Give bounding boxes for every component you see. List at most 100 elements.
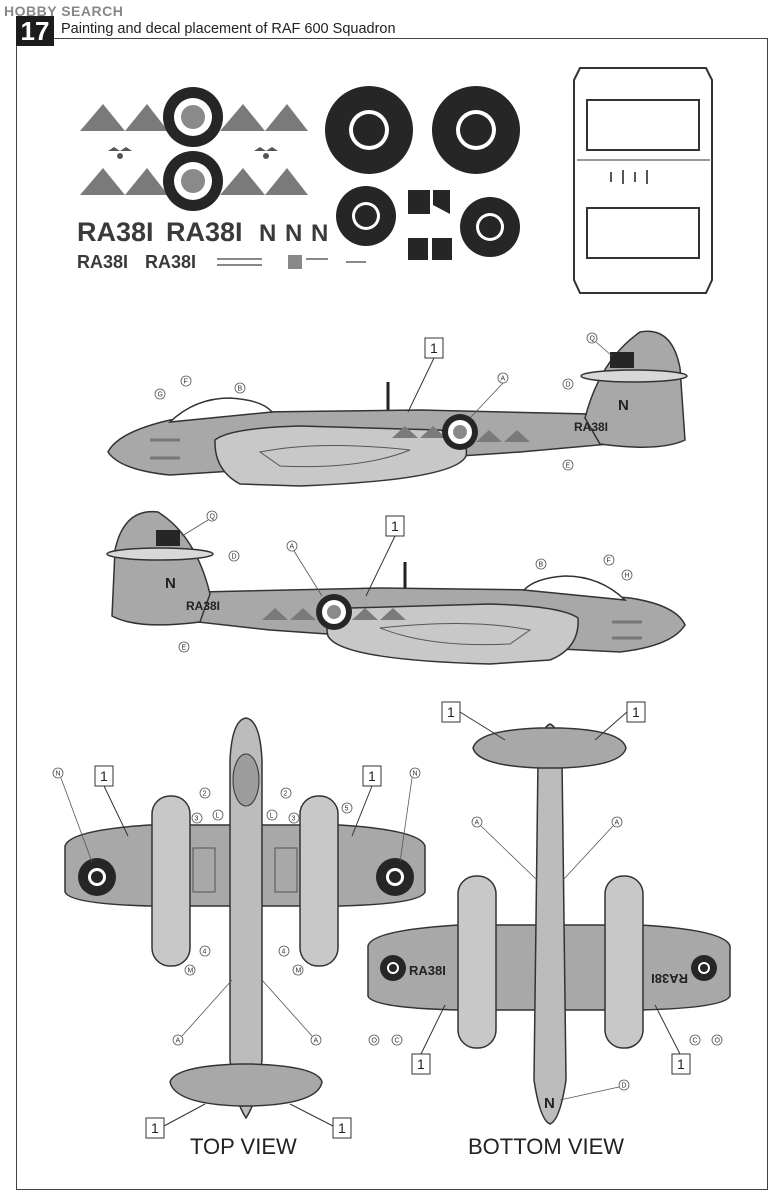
side-view-right: N RA38I [106,510,686,665]
page-frame [16,38,768,1190]
svg-text:C: C [693,1038,698,1045]
callout-5-right: 5 [341,802,353,814]
svg-text:D: D [232,554,237,561]
callout-2-right: 2 [280,787,292,799]
svg-text:G: G [158,392,163,399]
svg-text:A: A [290,544,295,551]
bottom-view-label: BOTTOM VIEW [468,1134,624,1159]
paint-callouts: 1 1 1 1 1 1 1 [94,337,691,1139]
callout-E-side1: E [562,459,574,471]
roundel-decal-large-2 [432,86,520,174]
svg-text:1: 1 [338,1120,346,1136]
roundel-decal-medium-2 [460,197,520,257]
svg-text:1: 1 [447,704,455,720]
side1-serial: RA38I [574,420,608,434]
paint-callout-side2: 1 [365,515,405,597]
callout-2-left: 2 [199,787,211,799]
callout-4-right: 4 [278,945,290,957]
code-decal-2: N [285,220,302,247]
mask-sheet [573,67,713,294]
svg-text:E: E [182,645,187,652]
svg-text:C: C [395,1038,400,1045]
svg-text:A: A [501,376,506,383]
callout-N-top-left: N [52,767,93,863]
bottom-view-aircraft: RA38I RA38I N [367,723,731,1125]
svg-text:1: 1 [632,704,640,720]
paint-callout-top-left: 1 [94,765,129,837]
watermark: HOBBY SEARCH [4,3,124,19]
serial-decal-small-2: RA38I [145,252,196,272]
svg-text:Q: Q [210,514,216,521]
paint-callout-bottom-tail-right: 1 [594,701,646,741]
paint-callout-bottom-right: 1 [654,1004,691,1075]
svg-text:E: E [566,463,571,470]
svg-text:F: F [184,379,188,386]
svg-text:Q: Q [590,336,596,343]
svg-text:M: M [296,968,302,975]
callout-A-top-right: A [261,979,322,1046]
callout-C-bottom-right: C [689,1034,701,1046]
svg-text:D: D [566,382,571,389]
callout-L-top-left: L [212,809,224,821]
serial-decal-small-1: RA38I [77,252,128,272]
paint-callout-bottom-tail-left: 1 [441,701,506,741]
side2-serial: RA38I [186,599,220,613]
callout-H-side2: H [621,569,633,581]
callout-O-bottom-left: O [368,1034,380,1046]
serial-decal-2: RA38I [166,217,243,247]
svg-text:A: A [475,820,480,827]
callout-N-top-right: N [399,767,421,863]
svg-text:1: 1 [151,1120,159,1136]
svg-text:1: 1 [100,768,108,784]
svg-text:A: A [176,1038,181,1045]
fin-flash-row-upper [80,104,308,131]
callout-C-bottom-left: C [391,1034,403,1046]
svg-text:O: O [372,1038,378,1045]
fin-flash-row-lower [80,168,308,195]
paint-callout-top-right: 1 [351,765,382,837]
code-decal-1: N [259,220,276,247]
bottom-serial-left: RA38I [409,963,446,978]
svg-text:1: 1 [391,518,399,534]
svg-text:2: 2 [284,791,288,798]
callout-Q-side2: Q [181,510,218,537]
callout-D-side1: D [562,378,574,390]
svg-text:O: O [715,1038,721,1045]
svg-text:H: H [625,573,630,580]
callout-F-side1: F [180,375,192,387]
svg-text:A: A [615,820,620,827]
svg-text:M: M [188,968,194,975]
paint-callout-side1: 1 [407,337,444,413]
callout-B-side2: B [535,558,547,570]
stencil-decals [217,255,366,269]
paint-callout-top-tail-left: 1 [145,1103,206,1139]
svg-text:N: N [56,771,61,778]
callout-A-bottom-right: A [562,816,623,881]
step-title: Painting and decal placement of RAF 600 … [61,21,396,37]
bottom-code: N [544,1095,555,1112]
step-number-badge: 17 [16,16,54,46]
serial-decal-1: RA38I [77,217,154,247]
callout-D-side2: D [228,550,240,562]
roundel-decal-upper [163,87,223,147]
svg-text:4: 4 [203,949,207,956]
svg-text:F: F [607,558,611,565]
callout-A-side2: A [286,540,323,597]
svg-text:4: 4 [282,949,286,956]
squadron-badge-decal [108,147,278,159]
side-view-left: N RA38I [107,330,688,487]
callout-Q-side1: Q [586,332,613,357]
roundel-decal-lower [163,151,223,211]
callout-A-side1: A [469,372,509,419]
callout-L-top-right: L [266,809,278,821]
bottom-serial-right: RA38I [651,971,688,986]
callout-A-top-left: A [172,979,233,1046]
roundel-decal-medium-1 [336,186,396,246]
svg-text:3: 3 [195,816,199,823]
callout-3-left: 3 [191,812,203,824]
svg-text:1: 1 [677,1056,685,1072]
paint-callout-bottom-left: 1 [411,1004,446,1075]
svg-text:L: L [216,813,220,820]
callout-A-bottom-left: A [471,816,538,881]
